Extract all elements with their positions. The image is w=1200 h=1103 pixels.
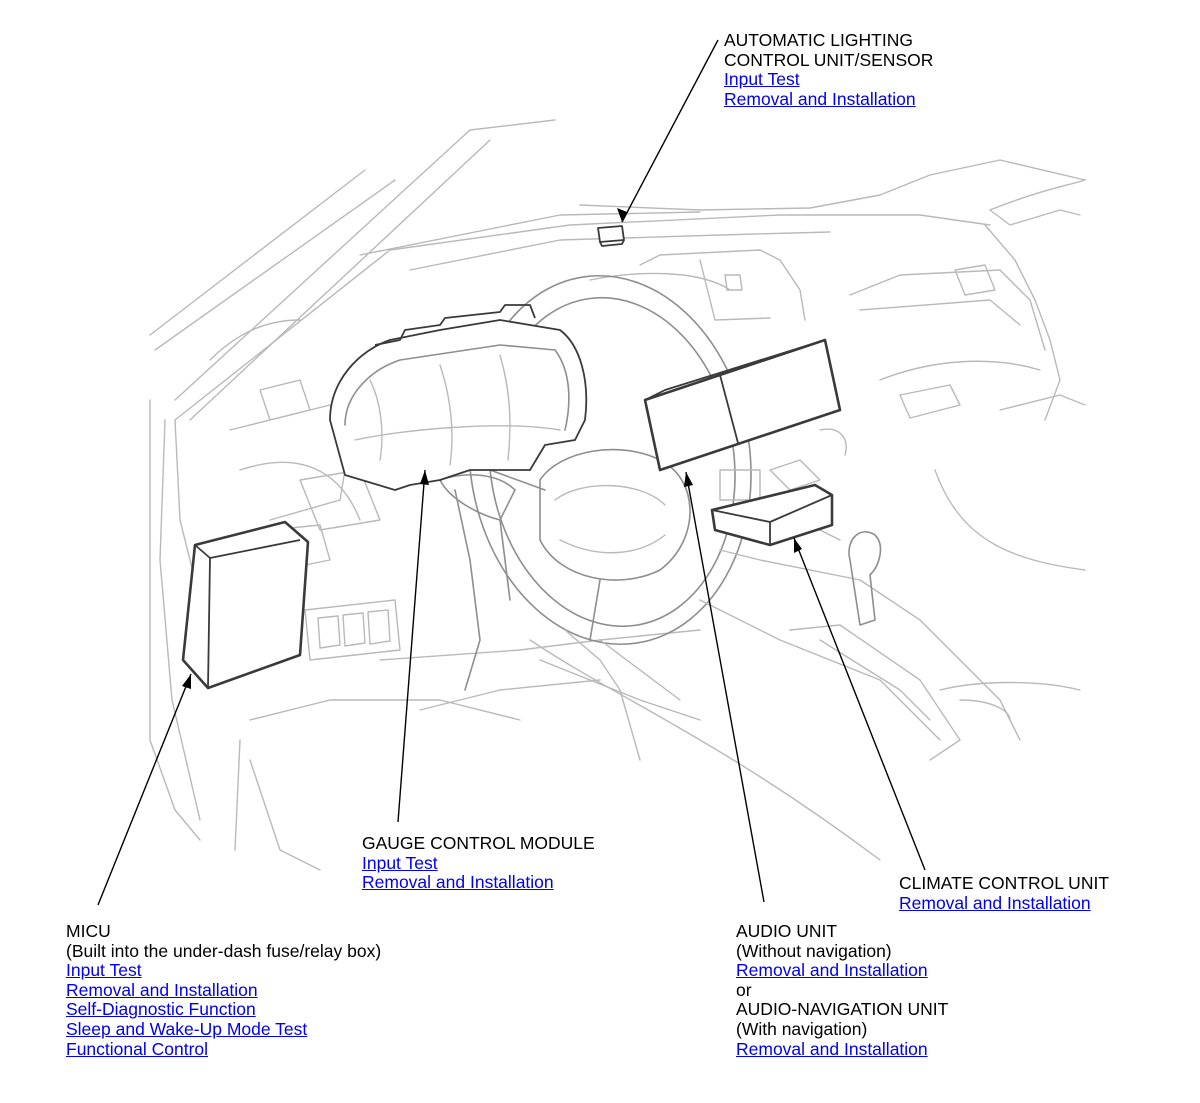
center-console (699, 428, 1081, 761)
audio-nav-removal-link[interactable]: Removal and Installation (736, 1038, 928, 1059)
micu-subtitle: (Built into the under-dash fuse/relay bo… (66, 940, 382, 961)
audio-removal-link[interactable]: Removal and Installation (736, 960, 928, 981)
micu-input-test-link[interactable]: Input Test (66, 960, 142, 981)
callout-lighting: AUTOMATIC LIGHTING CONTROL UNIT/SENSOR I… (724, 30, 934, 109)
lighting-input-test-link[interactable]: Input Test (724, 69, 800, 90)
climate-title: CLIMATE CONTROL UNIT (899, 873, 1110, 893)
callout-micu: MICU (Built into the under-dash fuse/rel… (66, 921, 382, 1059)
climate-removal-link[interactable]: Removal and Installation (899, 892, 1091, 913)
audio-or-separator: or (736, 979, 752, 1000)
switch-panel (304, 599, 401, 661)
micu-functional-control-link[interactable]: Functional Control (66, 1038, 209, 1059)
micu-removal-link[interactable]: Removal and Installation (66, 979, 258, 1000)
leader-lines (97, 39, 926, 906)
audio-subtitle: (Without navigation) (736, 940, 892, 961)
micu-sleep-wake-test-link[interactable]: Sleep and Wake-Up Mode Test (66, 1018, 308, 1039)
dashboard-outline (174, 179, 1086, 871)
gauge-input-test-link[interactable]: Input Test (362, 852, 438, 873)
micu-fuse-box (181, 520, 310, 690)
callout-climate: CLIMATE CONTROL UNIT Removal and Install… (899, 873, 1110, 913)
lighting-removal-link[interactable]: Removal and Installation (724, 88, 916, 109)
climate-unit-box (710, 483, 834, 547)
audio-unit-box (643, 338, 842, 472)
gauge-removal-link[interactable]: Removal and Installation (362, 872, 554, 893)
micu-title: MICU (66, 921, 111, 941)
gauge-title: GAUGE CONTROL MODULE (362, 833, 595, 853)
audio-nav-subtitle: (With navigation) (736, 1018, 868, 1039)
gauge-cluster (329, 304, 588, 491)
lighting-sensor (597, 225, 625, 247)
lighting-title-line2: CONTROL UNIT/SENSOR (724, 49, 934, 70)
callout-audio: AUDIO UNIT (Without navigation) Removal … (736, 921, 949, 1059)
lighting-title-line1: AUTOMATIC LIGHTING (724, 30, 913, 50)
audio-title: AUDIO UNIT (736, 921, 838, 941)
audio-nav-title: AUDIO-NAVIGATION UNIT (736, 999, 949, 1020)
callout-gauge: GAUGE CONTROL MODULE Input Test Removal … (362, 833, 595, 893)
windshield-frame (149, 119, 1086, 841)
micu-self-diagnostic-link[interactable]: Self-Diagnostic Function (66, 999, 256, 1020)
